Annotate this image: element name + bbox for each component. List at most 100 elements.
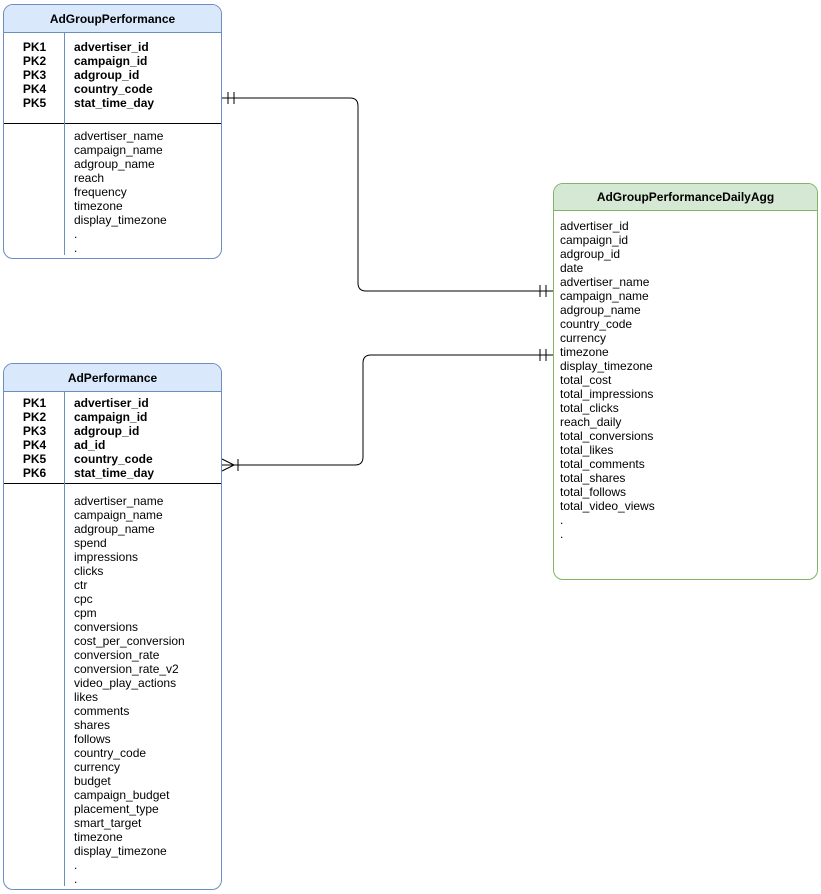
field-name: frequency [74,185,127,199]
pk-field-name: adgroup_id [74,424,140,438]
fields-section: advertiser_name campaign_name adgroup_na… [4,484,221,886]
field-name: display_timezone [74,844,167,858]
pk-row: PK5 country_code [4,452,221,466]
field-name: total_clicks [560,401,619,415]
relationship-adgroupperformance-dailyagg[interactable] [222,92,553,297]
field-name: cost_per_conversion [74,634,185,648]
field-name: smart_target [74,816,142,830]
field-name: timezone [74,830,123,844]
cardinality-many-icon [221,458,239,472]
field-name: total_shares [560,471,626,485]
pk-key-label: PK5 [22,96,47,110]
field-name: advertiser_name [74,129,164,143]
field-name: timezone [74,199,123,213]
pk-row: PK6 stat_time_day [4,466,221,480]
field-name: campaign_name [560,289,649,303]
field-name: spend [74,536,107,550]
pk-column-divider [64,392,65,886]
entity-adgroup-performance-daily-agg[interactable]: AdGroupPerformanceDailyAgg advertiser_id… [553,183,818,580]
pk-key-label: PK1 [22,396,47,410]
field-name: timezone [560,345,609,359]
pk-field-name: advertiser_id [74,40,149,54]
field-name: cpc [74,592,93,606]
pk-field-name: stat_time_day [74,466,155,480]
field-name: display_timezone [74,213,167,227]
field-name: total_conversions [560,429,654,443]
pk-key-label: PK2 [22,54,47,68]
pk-row: PK2 campaign_id [4,410,221,424]
field-name: campaign_name [74,508,163,522]
connector-line[interactable] [222,97,553,292]
pk-section: PK1 advertiser_id PK2 campaign_id PK3 ad… [4,33,221,123]
field-name: . [560,513,564,527]
field-name: shares [74,718,111,732]
field-name: adgroup_name [74,157,155,171]
pk-field-name: country_code [74,82,153,96]
pk-key-label: PK4 [22,82,47,96]
pk-row: PK5 stat_time_day [4,96,221,110]
pk-field-name: stat_time_day [74,96,155,110]
field-name: currency [560,331,607,345]
pk-key-label: PK1 [22,40,47,54]
field-name: total_comments [560,457,645,471]
field-name: total_follows [560,485,627,499]
pk-row: PK1 advertiser_id [4,396,221,410]
pk-row: PK3 adgroup_id [4,68,221,82]
entity-adgroup-performance[interactable]: AdGroupPerformance PK1 advertiser_id PK2… [3,4,222,259]
entity-title: AdGroupPerformance [4,5,221,33]
field-name: campaign_name [74,143,163,157]
connector-line[interactable] [222,354,553,466]
entity-title: AdPerformance [4,364,221,392]
entity-body: PK1 advertiser_id PK2 campaign_id PK3 ad… [4,392,221,886]
field-name: campaign_id [560,233,629,247]
field-name: placement_type [74,802,159,816]
field-name: total_video_views [560,499,655,513]
pk-field-name: campaign_id [74,54,148,68]
pk-key-label: PK4 [22,438,47,452]
cardinality-one-icon [227,92,235,104]
field-name: conversion_rate_v2 [74,662,179,676]
pk-key-label: PK3 [22,424,47,438]
field-name: budget [74,774,111,788]
pk-row: PK2 campaign_id [4,54,221,68]
field-name: total_cost [560,373,612,387]
pk-row: PK3 adgroup_id [4,424,221,438]
field-name: adgroup_name [560,303,641,317]
field-name: country_code [74,746,147,760]
field-name: reach_daily [560,415,622,429]
pk-row: PK1 advertiser_id [4,40,221,54]
field-name: campaign_budget [74,788,170,802]
field-name: likes [74,690,99,704]
field-name: . [560,527,564,541]
field-name: adgroup_name [74,522,155,536]
pk-key-label: PK6 [22,466,47,480]
field-name: conversion_rate [74,648,160,662]
fields-section: advertiser_id campaign_id adgroup_id dat… [554,211,817,541]
field-name: cpm [74,606,97,620]
pk-field-name: adgroup_id [74,68,140,82]
relationship-adperformance-dailyagg[interactable] [221,349,553,472]
section-divider [4,123,221,124]
field-name: conversions [74,620,139,634]
field-name: video_play_actions [74,676,177,690]
field-name: display_timezone [560,359,653,373]
field-name: . [74,227,78,241]
field-name: . [74,858,78,872]
pk-row: PK4 country_code [4,82,221,96]
field-name: adgroup_id [560,247,621,261]
cardinality-one-icon [539,349,547,361]
entity-body: PK1 advertiser_id PK2 campaign_id PK3 ad… [4,33,221,255]
cardinality-one-icon [539,285,547,297]
entity-ad-performance[interactable]: AdPerformance PK1 advertiser_id PK2 camp… [3,363,222,890]
entity-body: advertiser_id campaign_id adgroup_id dat… [554,211,817,541]
pk-field-name: advertiser_id [74,396,149,410]
pk-key-label: PK2 [22,410,47,424]
field-name: impressions [74,550,139,564]
field-name: ctr [74,578,88,592]
entity-title: AdGroupPerformanceDailyAgg [554,184,817,211]
field-name: total_impressions [560,387,654,401]
pk-field-name: ad_id [74,438,106,452]
pk-row: PK4 ad_id [4,438,221,452]
pk-field-name: campaign_id [74,410,148,424]
